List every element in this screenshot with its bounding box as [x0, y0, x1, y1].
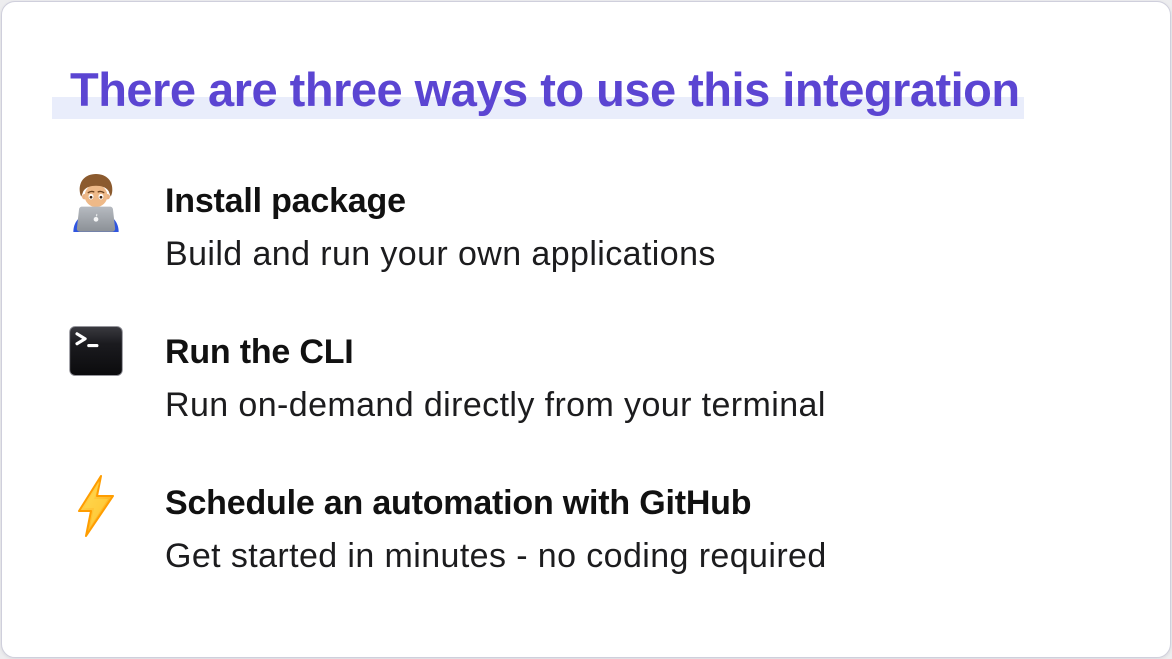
list-item-install-package: Install package Build and run your own a… — [66, 171, 1170, 274]
item-subtitle: Build and run your own applications — [165, 235, 716, 273]
page-title: There are three ways to use this integra… — [52, 63, 1024, 119]
item-title: Schedule an automation with GitHub — [165, 484, 752, 522]
item-subtitle: Get started in minutes - no coding requi… — [165, 537, 827, 575]
integration-options-list: Install package Build and run your own a… — [66, 171, 1170, 576]
slide-header: There are three ways to use this integra… — [52, 63, 1130, 119]
high-voltage-emoji — [66, 473, 126, 537]
item-text-block: Run the CLI Run on-demand directly from … — [165, 332, 826, 425]
page-title-text: There are three ways to use this integra… — [70, 63, 1020, 116]
item-title: Install package — [165, 182, 406, 220]
item-subtitle: Run on-demand directly from your termina… — [165, 386, 826, 424]
list-item-run-cli: Run the CLI Run on-demand directly from … — [66, 322, 1170, 425]
terminal-emoji — [66, 322, 126, 386]
technologist-emoji — [66, 171, 126, 235]
item-text-block: Schedule an automation with GitHub Get s… — [165, 483, 827, 576]
list-item-schedule-automation: Schedule an automation with GitHub Get s… — [66, 473, 1170, 576]
item-title: Run the CLI — [165, 333, 354, 371]
item-text-block: Install package Build and run your own a… — [165, 181, 716, 274]
